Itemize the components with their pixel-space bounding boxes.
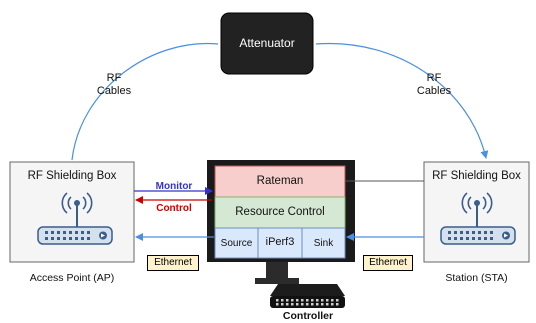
rf-cables-left-label: RF Cables bbox=[92, 72, 136, 98]
source-block bbox=[214, 227, 259, 259]
control-label: Control bbox=[156, 203, 192, 214]
ap-box-title: RF Shielding Box bbox=[27, 170, 117, 182]
router-icon bbox=[37, 192, 113, 245]
attenuator-box bbox=[220, 12, 314, 75]
resource-control-block bbox=[214, 196, 346, 229]
rf-cable-right bbox=[315, 42, 489, 159]
rf-cable-left bbox=[71, 42, 219, 161]
sta-caption: Station (STA) bbox=[445, 272, 508, 284]
attenuator-label: Attenuator bbox=[239, 36, 295, 50]
rf-cables-left-line2: Cables bbox=[96, 85, 132, 97]
ap-shielding-box bbox=[9, 161, 135, 263]
monitor-label: Monitor bbox=[155, 181, 193, 192]
ethernet-left-label: Ethernet bbox=[147, 255, 199, 271]
source-label: Source bbox=[220, 238, 253, 249]
rf-cables-right-line2: Cables bbox=[416, 85, 452, 97]
ap-caption: Access Point (AP) bbox=[29, 272, 115, 284]
controller-label: Controller bbox=[282, 310, 334, 322]
network-switch-icon bbox=[270, 284, 345, 308]
ethernet-right-label: Ethernet bbox=[363, 255, 413, 271]
sink-block bbox=[301, 227, 346, 259]
sta-box-title: RF Shielding Box bbox=[432, 170, 521, 182]
router-icon bbox=[440, 192, 516, 245]
iperf3-block bbox=[257, 227, 303, 259]
rf-cables-right-line1: RF bbox=[426, 72, 442, 84]
rf-cables-left-line1: RF bbox=[106, 72, 122, 84]
rf-cables-right-label: RF Cables bbox=[412, 72, 456, 98]
iperf3-label: iPerf3 bbox=[265, 236, 295, 248]
sink-label: Sink bbox=[313, 238, 334, 249]
resource-control-label: Resource Control bbox=[235, 206, 325, 218]
rateman-label: Rateman bbox=[256, 175, 304, 187]
